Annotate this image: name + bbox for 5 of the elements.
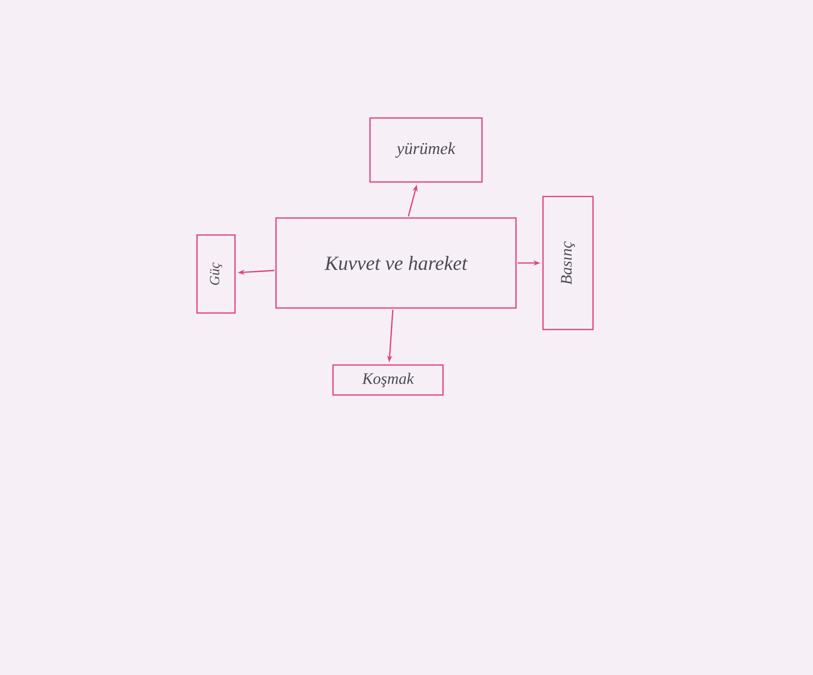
concept-box: Güç <box>196 234 236 314</box>
concept-box: Koşmak <box>332 364 444 396</box>
concept-box: Kuvvet ve hareket <box>275 217 517 309</box>
concept-box: yürümek <box>369 117 483 183</box>
concept-box: Basınç <box>542 196 594 330</box>
